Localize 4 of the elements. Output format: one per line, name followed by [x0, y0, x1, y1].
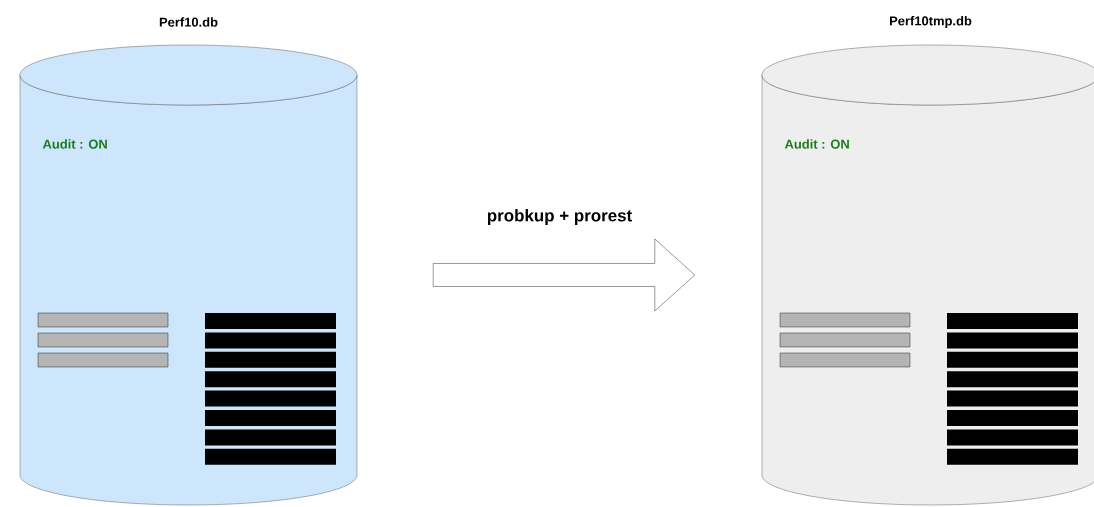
block-arrow — [433, 238, 695, 312]
database-name: Perf10.db — [159, 17, 218, 27]
database-name: Perf10tmp.db — [890, 15, 972, 29]
edge-label: probkup + prorest — [485, 208, 634, 226]
